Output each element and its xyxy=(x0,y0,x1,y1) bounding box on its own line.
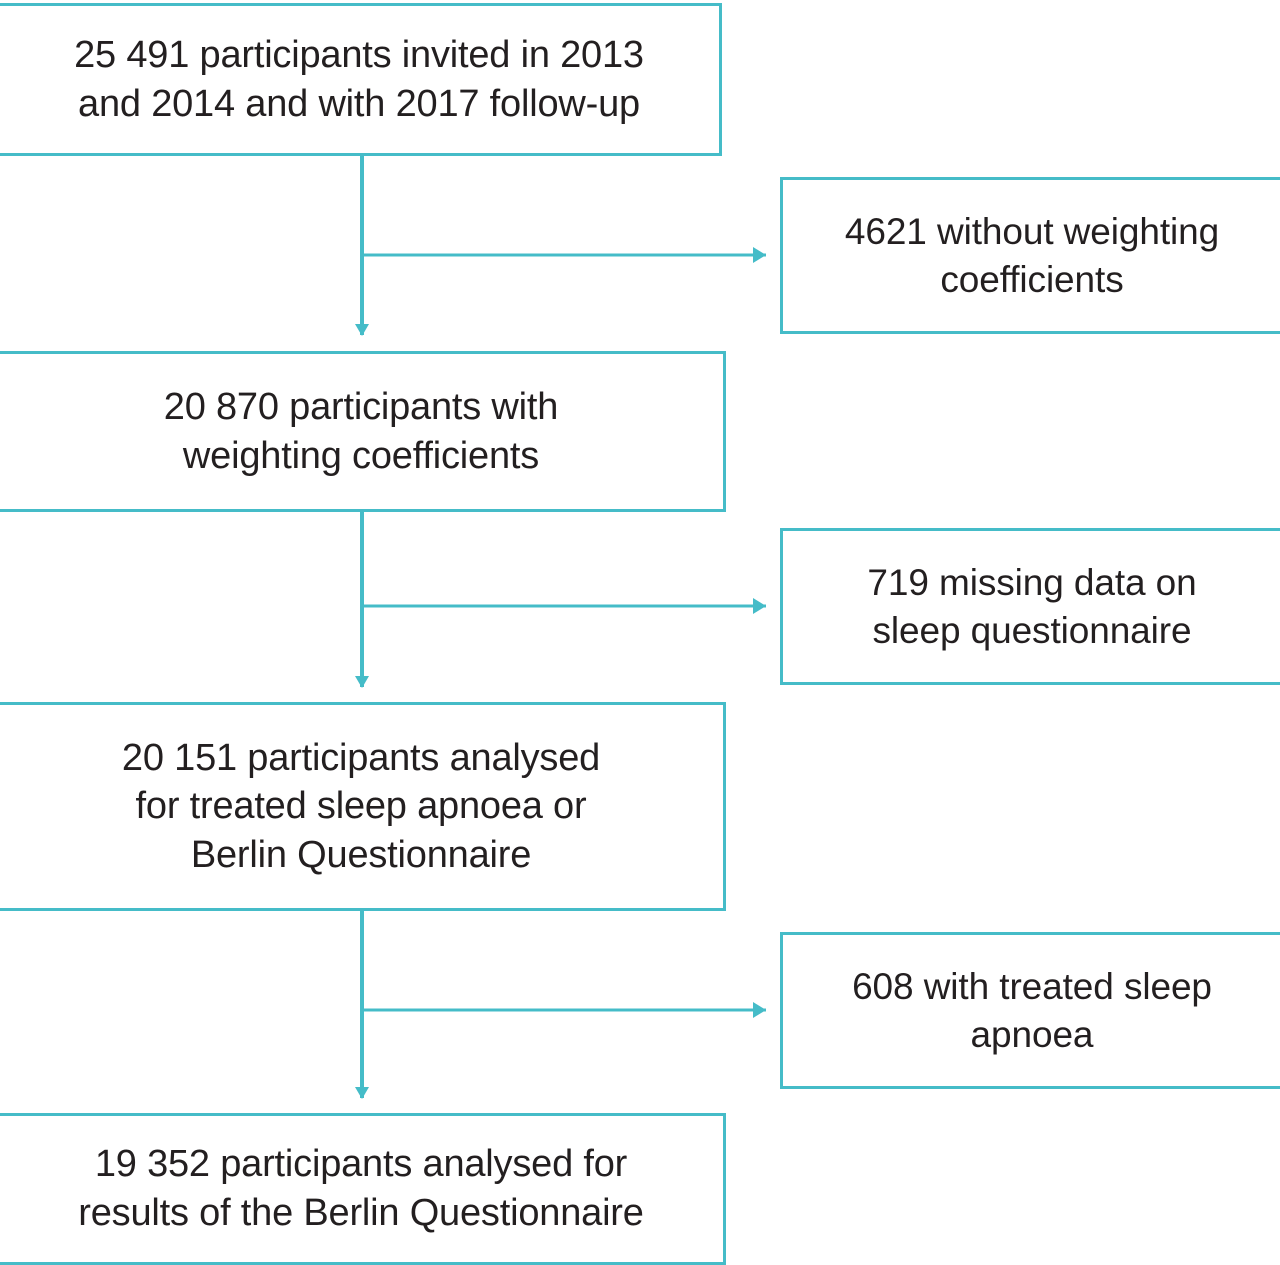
node-participants-analysed-berlin-results: 19 352 participants analysed for results… xyxy=(0,1113,726,1265)
node-participants-with-weighting-coefficients: 20 870 participants with weighting coeff… xyxy=(0,351,726,512)
node-participants-invited: 25 491 participants invited in 2013 and … xyxy=(0,3,722,156)
node-weighted-label: 20 870 participants with weighting coeff… xyxy=(163,385,559,477)
node-participants-analysed-apnoea-or-berlin: 20 151 participants analysed for treated… xyxy=(0,702,726,911)
node-excluded-missing-sleep-questionnaire: 719 missing data on sleep questionnaire xyxy=(780,528,1280,685)
node-analysed-label: 20 151 participants analysed for treated… xyxy=(121,736,601,876)
node-excl-weighting-label: 4621 without weighting coefficients xyxy=(844,211,1220,300)
node-invited-label: 25 491 participants invited in 2013 and … xyxy=(74,33,644,125)
node-excl-apnoea-label: 608 with treated sleep apnoea xyxy=(852,966,1212,1055)
node-final-label: 19 352 participants analysed for results… xyxy=(78,1143,644,1234)
node-excluded-without-weighting-coefficients: 4621 without weighting coefficients xyxy=(780,177,1280,334)
node-excl-missing-label: 719 missing data on sleep questionnaire xyxy=(867,562,1197,651)
node-excluded-treated-sleep-apnoea: 608 with treated sleep apnoea xyxy=(780,932,1280,1089)
